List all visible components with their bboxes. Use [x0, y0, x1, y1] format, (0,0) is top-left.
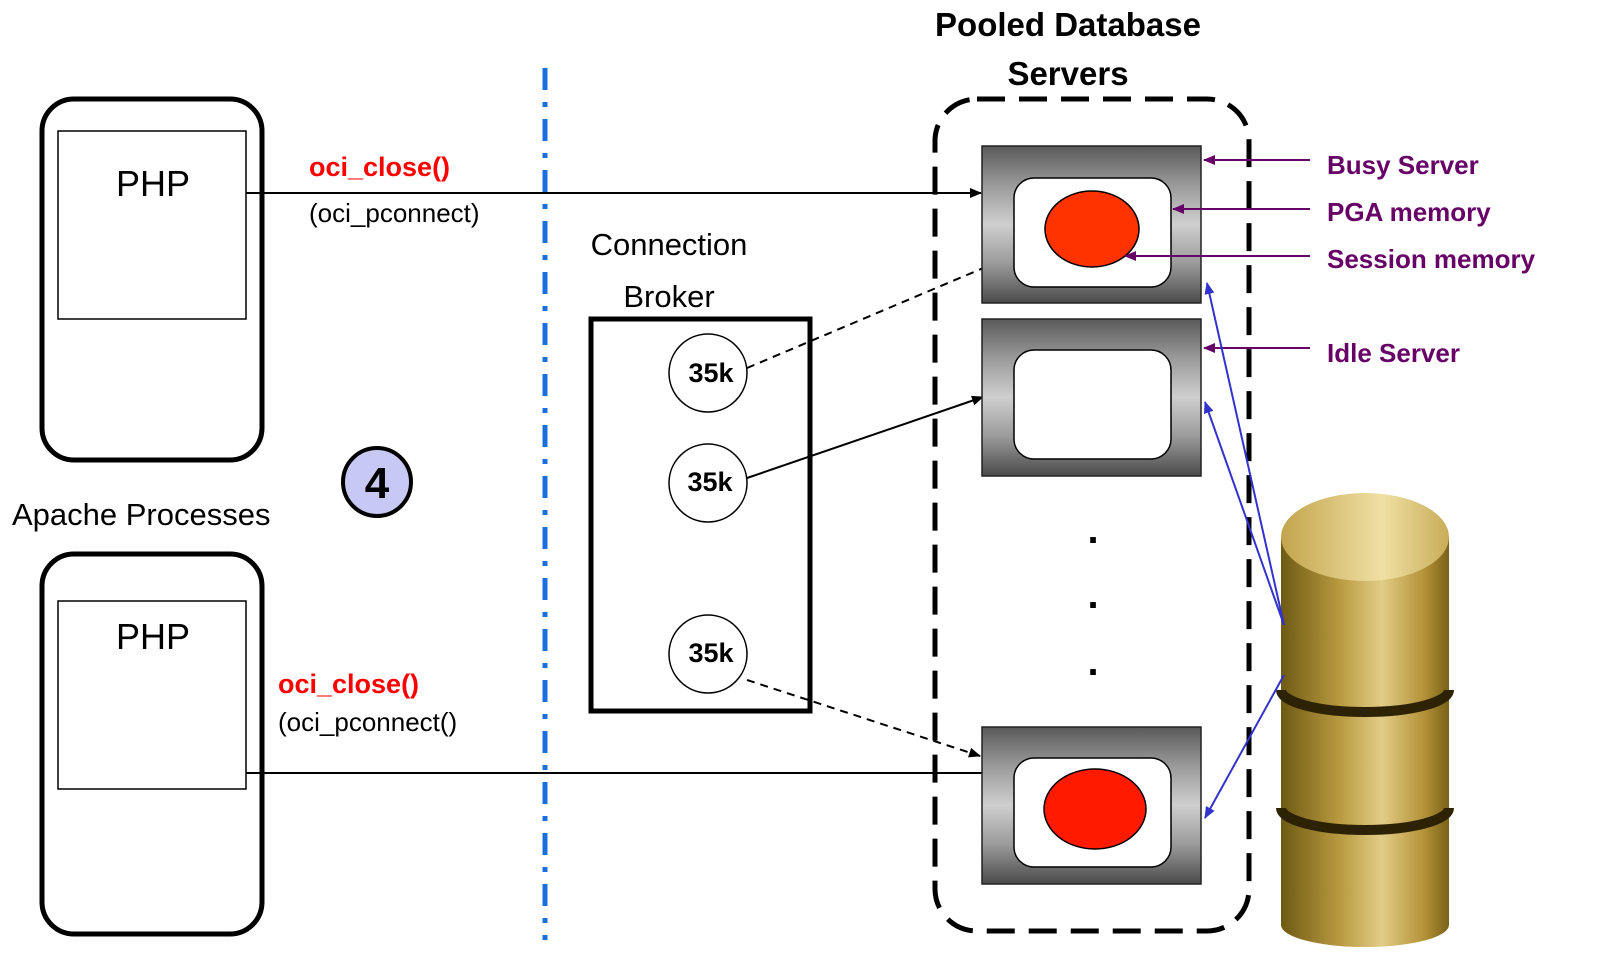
idle-server-pga-memory — [1013, 349, 1172, 460]
broker1-to-busy-server-arrow — [746, 257, 1008, 369]
php-box-2 — [57, 600, 247, 790]
broker-connection-1 — [668, 333, 748, 413]
broker-connection-3-label: 35k — [688, 638, 734, 668]
step-number: 4 — [365, 459, 390, 508]
bottom-server-session-memory — [1043, 768, 1147, 850]
database-icon — [1276, 493, 1454, 947]
broker-connection-2-label: 35k — [687, 467, 733, 497]
pool-title-line1: Pooled Database — [935, 6, 1201, 43]
php-box-1 — [57, 130, 247, 320]
ellipsis-dot-3: . — [1087, 640, 1098, 684]
legend-pga-memory: PGA memory — [1327, 197, 1491, 227]
broker-label-line2: Broker — [623, 279, 714, 314]
broker-connection-2 — [668, 443, 748, 523]
db-to-busy-server-link — [1204, 282, 1285, 626]
broker-connection-1-label: 35k — [688, 358, 734, 388]
broker-label-line1: Connection — [591, 227, 748, 262]
top-call-sub-label: (oci_pconnect) — [309, 198, 480, 228]
db-to-bottom-server-link — [1204, 674, 1285, 819]
php-label-2: PHP — [116, 616, 190, 657]
legend-session-memory: Session memory — [1327, 244, 1536, 274]
top-call-label: oci_close() — [309, 152, 450, 182]
server-pool-boundary — [932, 96, 1252, 934]
broker-connection-3 — [668, 614, 748, 694]
bottom-call-label: oci_close() — [278, 669, 419, 699]
legend-idle-server: Idle Server — [1327, 338, 1460, 368]
legend-busy-server: Busy Server — [1327, 150, 1479, 180]
ellipsis-dot-1: . — [1087, 508, 1098, 552]
bottom-call-sub-label: (oci_pconnect() — [278, 707, 457, 737]
php-label-1: PHP — [116, 163, 190, 204]
apache-processes-label: Apache Processes — [12, 497, 270, 532]
db-to-idle-server-link — [1203, 401, 1285, 626]
ellipsis-dot-2: . — [1087, 573, 1098, 617]
busy-server-session-memory — [1044, 190, 1140, 268]
step-badge — [341, 446, 413, 518]
pool-title-line2: Servers — [1007, 55, 1128, 92]
broker2-to-idle-server-arrow — [746, 395, 984, 479]
